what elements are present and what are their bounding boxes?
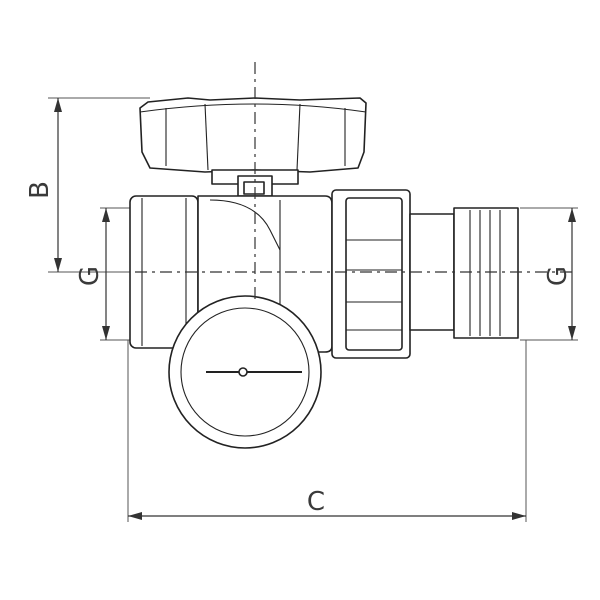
valve-stem [211,169,299,197]
dimension-g-left [102,208,110,340]
dimension-g-right [568,208,576,340]
star-handle [139,97,367,173]
tail-piece [409,207,519,339]
label-g-left: G [75,266,105,286]
label-b: B [25,181,55,199]
label-g-right: G [543,266,573,286]
union-nut [331,189,411,359]
centerlines [135,62,575,300]
thermometer-dial [168,295,322,449]
dimension-c [128,512,526,520]
label-c: C [307,487,325,517]
dimension-b [54,98,62,272]
